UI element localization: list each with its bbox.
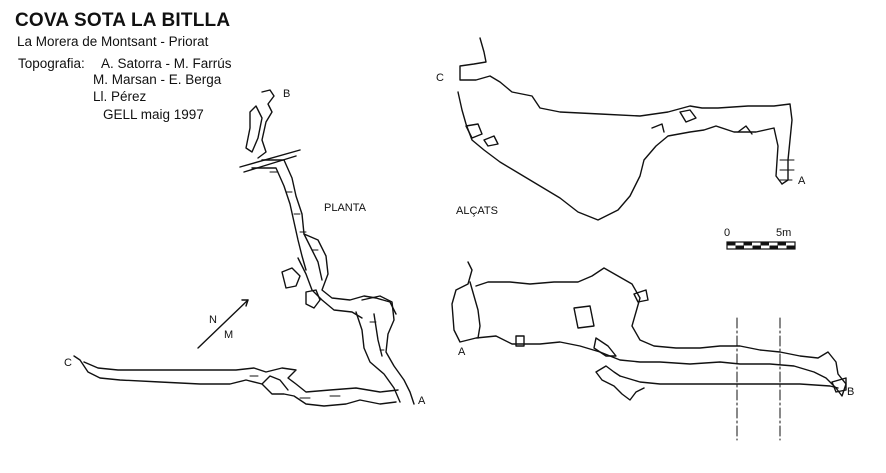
upper-section: [457, 37, 795, 221]
topography-label: Topografia:: [18, 56, 85, 71]
point-b-lower-section: B: [847, 386, 855, 398]
credit-line: A. Satorra - M. Farrús: [101, 56, 232, 71]
credit-line: M. Marsan - E. Berga: [93, 72, 222, 87]
survey-location: La Morera de Montsant - Priorat: [17, 34, 209, 49]
point-a-plan: A: [418, 395, 426, 407]
scale-start-label: 0: [724, 227, 731, 239]
plan-view: [73, 89, 415, 407]
north-label: N: [209, 314, 217, 326]
scale-end-label: 5m: [776, 227, 792, 239]
credit-line: Ll. Pérez: [93, 89, 147, 104]
scale-bar: [726, 241, 796, 250]
survey-title: COVA SOTA LA BITLLA: [15, 10, 231, 31]
credit-line: GELL maig 1997: [103, 107, 204, 122]
plan-label: PLANTA: [324, 202, 366, 214]
point-a-section: A: [798, 175, 806, 187]
lower-section: [451, 261, 847, 441]
point-c-plan: C: [64, 357, 72, 369]
point-b-plan: B: [283, 88, 291, 100]
sections-label: ALÇATS: [456, 205, 498, 217]
magnetic-label: M: [224, 329, 234, 341]
point-c-section: C: [436, 72, 444, 84]
point-a-lower-section: A: [458, 346, 466, 358]
